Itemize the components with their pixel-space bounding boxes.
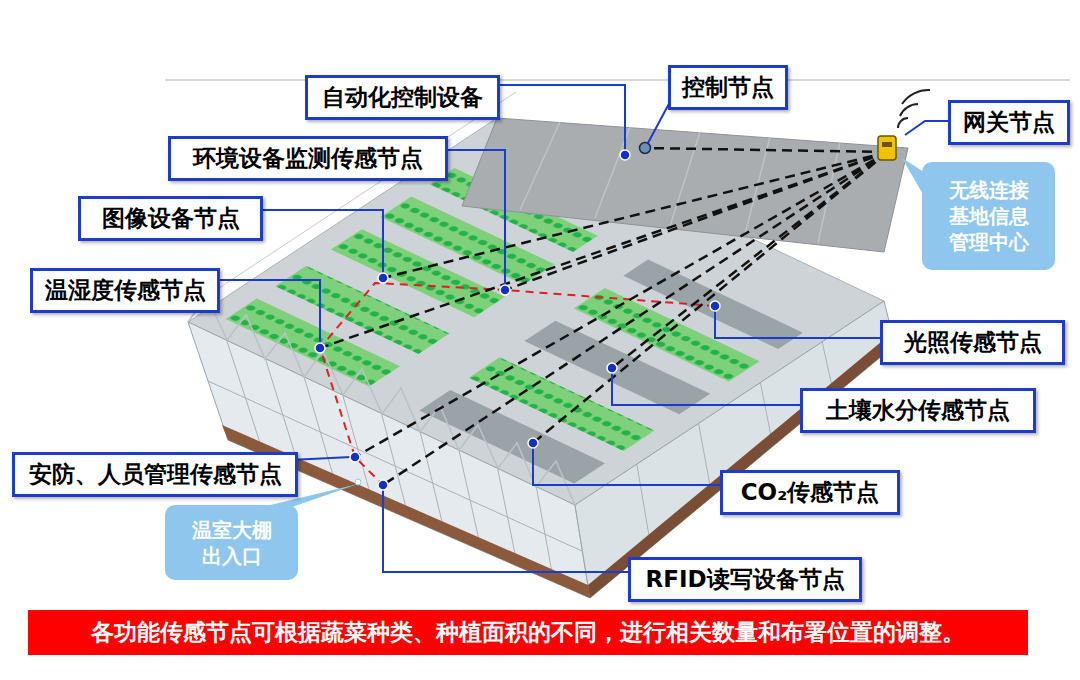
control-dot (640, 143, 651, 154)
sensor-dot (378, 273, 388, 283)
callout-label: 光照传感节点 (880, 320, 1065, 365)
node-text: 网关节点 (963, 107, 1055, 138)
entrance-mark (355, 479, 361, 485)
sensor-dot (315, 343, 325, 353)
sensor-dot (500, 285, 510, 295)
sensor-dot (528, 438, 538, 448)
top-rule (165, 80, 1070, 81)
node-text: 环境设备监测传感节点 (193, 143, 423, 174)
callout-label: 安防、人员管理传感节点 (12, 452, 298, 497)
node-text: 控制节点 (682, 72, 774, 103)
node-text: CO₂传感节点 (741, 477, 880, 508)
wall-frame (637, 342, 834, 548)
gateway-device (878, 136, 896, 160)
sensor-dot (710, 301, 720, 311)
sensor-dot (378, 480, 388, 490)
signal-waves (898, 90, 930, 128)
info-bubble: 温室大棚 出入口 (165, 505, 298, 580)
callout-label: 控制节点 (668, 65, 788, 110)
node-text: 图像设备节点 (102, 203, 240, 234)
sensor-dots (315, 150, 720, 490)
node-text: 土壤水分传感节点 (826, 395, 1010, 426)
node-text: 自动化控制设备 (322, 82, 483, 113)
callout-label: 环境设备监测传感节点 (168, 136, 448, 181)
info-bubble: 无线连接 基地信息 管理中心 (922, 162, 1055, 270)
note-banner: 各功能传感节点可根据蔬菜种类、种植面积的不同，进行相关数量和布署位置的调整。 (28, 610, 1028, 655)
node-text: 温室大棚 出入口 (188, 517, 276, 569)
side-wall (575, 301, 895, 598)
roof (462, 118, 908, 252)
node-text: 无线连接 基地信息 管理中心 (945, 177, 1033, 255)
callout-label: 自动化控制设备 (305, 75, 500, 120)
callout-label: 图像设备节点 (78, 196, 263, 241)
ridge-line (207, 92, 516, 296)
gateway-screen (882, 142, 892, 147)
node-text: 光照传感节点 (904, 327, 1042, 358)
node-text: 温湿度传感节点 (45, 275, 206, 306)
callout-label: RFID读写设备节点 (628, 557, 862, 602)
empty-bed (623, 259, 803, 349)
node-text: 安防、人员管理传感节点 (29, 459, 282, 490)
callout-label: 土壤水分传感节点 (800, 388, 1036, 433)
callout-label: 温湿度传感节点 (30, 268, 220, 313)
red-dashed-route (320, 283, 715, 485)
callout-label: CO₂传感节点 (720, 470, 900, 515)
sensor-dot (350, 452, 360, 462)
callout-label: 网关节点 (948, 100, 1070, 145)
sensor-dot (607, 363, 617, 373)
node-text: RFID读写设备节点 (645, 564, 844, 595)
sensor-dot (620, 150, 630, 160)
bubble-tail (902, 158, 924, 196)
roof-ribs (520, 122, 840, 243)
node-text: 各功能传感节点可根据蔬菜种类、种植面积的不同，进行相关数量和布署位置的调整。 (91, 617, 965, 648)
wireless-links (320, 148, 888, 485)
